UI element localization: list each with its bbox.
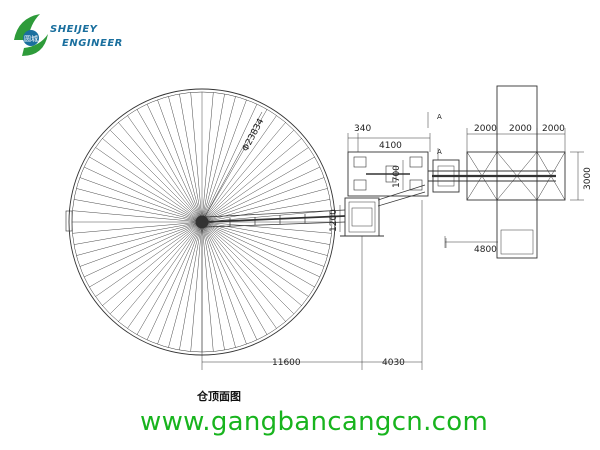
rafter-line xyxy=(79,177,203,223)
rafter-line xyxy=(201,221,302,306)
rafter-line xyxy=(84,166,203,223)
rafter-line xyxy=(201,221,295,315)
dimension-lines xyxy=(201,112,584,370)
rafter-line xyxy=(201,221,286,322)
rafter-line xyxy=(179,221,203,351)
section-marker-a1: A xyxy=(437,113,442,121)
rafter-line xyxy=(127,221,203,329)
rafter-line xyxy=(201,199,331,223)
rafter-line xyxy=(201,99,247,223)
rafter-line xyxy=(73,199,203,223)
dim-1200: 1200 xyxy=(329,209,339,232)
dim-4800: 4800 xyxy=(474,245,497,255)
tower-1 xyxy=(340,197,384,237)
rafter-line xyxy=(201,221,325,267)
rafter-line xyxy=(201,221,225,351)
rafter-line xyxy=(201,147,309,223)
rafter-line xyxy=(201,177,325,223)
intake-building xyxy=(466,85,566,259)
rafter-line xyxy=(201,221,214,352)
dim-4030: 4030 xyxy=(382,358,405,368)
logo-emblem-text: 圆城 xyxy=(24,35,38,43)
website-url[interactable]: www.gangbancangcn.com xyxy=(140,407,489,437)
dim-2000-c: 2000 xyxy=(542,124,565,134)
dim-3000: 3000 xyxy=(583,167,593,190)
rafter-line xyxy=(168,221,203,348)
rafter-line xyxy=(201,221,332,234)
rafter-line xyxy=(201,221,315,288)
rafter-line xyxy=(127,115,203,223)
rafter-line xyxy=(190,221,203,352)
rafter-line xyxy=(79,221,203,267)
rafter-line xyxy=(84,221,203,278)
dim-2000-a: 2000 xyxy=(474,124,497,134)
dim-1700: 1700 xyxy=(392,165,402,188)
rafter-line xyxy=(89,156,203,223)
rafter-line xyxy=(168,96,203,223)
rafter-line xyxy=(201,92,214,223)
roof-rafters xyxy=(72,92,332,352)
rafter-line xyxy=(201,115,277,223)
rafter-line xyxy=(95,147,203,223)
rafter-line xyxy=(89,221,203,288)
rafter-line xyxy=(102,221,203,306)
rafter-line xyxy=(201,221,236,348)
rafter-line xyxy=(157,221,203,345)
rafter-line xyxy=(190,92,203,223)
rafter-line xyxy=(201,221,247,345)
logo-text-line1: SHEIJEY xyxy=(50,24,98,35)
rafter-line xyxy=(201,166,320,223)
rafter-line xyxy=(136,221,203,335)
dim-2000-b: 2000 xyxy=(509,124,532,134)
rafter-line xyxy=(201,109,268,223)
dim-11600: 11600 xyxy=(272,358,301,368)
logo-emblem: 圆城 xyxy=(14,14,48,56)
rafter-line xyxy=(76,188,203,223)
rafter-line xyxy=(201,221,331,245)
diameter-leader xyxy=(201,111,263,223)
logo-text-line2: ENGINEER xyxy=(62,38,123,49)
rafter-line xyxy=(72,210,203,223)
rafter-line xyxy=(109,129,203,223)
conveyor-bridge xyxy=(204,209,346,228)
rafter-line xyxy=(136,109,203,223)
rafter-line xyxy=(201,129,295,223)
drawing-caption: 仓顶面图 xyxy=(197,390,241,403)
rafter-line xyxy=(95,221,203,297)
rafter-line xyxy=(201,93,225,223)
rafter-line xyxy=(118,221,203,322)
rafter-line xyxy=(76,221,203,256)
rafter-line xyxy=(102,138,203,223)
rafter-line xyxy=(201,138,302,223)
rafter-line xyxy=(201,221,258,340)
rafter-line xyxy=(73,221,203,245)
rafter-line xyxy=(201,96,236,223)
rafter-line xyxy=(146,221,203,340)
rafter-line xyxy=(109,221,203,315)
rafter-line xyxy=(201,104,258,223)
rafter-line xyxy=(201,210,332,223)
dim-340: 340 xyxy=(354,124,371,134)
rafter-line xyxy=(118,122,203,223)
rafter-line xyxy=(201,156,315,223)
rafter-line xyxy=(179,93,203,223)
rafter-line xyxy=(201,221,309,297)
tower-2 xyxy=(347,151,429,197)
conveyor-horizontal xyxy=(428,159,556,193)
rafter-line xyxy=(157,99,203,223)
rafter-line xyxy=(201,221,277,329)
dim-4100: 4100 xyxy=(379,141,402,151)
section-marker-a2: A xyxy=(437,148,442,156)
rafter-line xyxy=(201,221,268,335)
rafter-line xyxy=(146,104,203,223)
rafter-line xyxy=(201,122,286,223)
rafter-line xyxy=(72,221,203,234)
rafter-line xyxy=(201,221,320,278)
rafter-line xyxy=(201,221,328,256)
